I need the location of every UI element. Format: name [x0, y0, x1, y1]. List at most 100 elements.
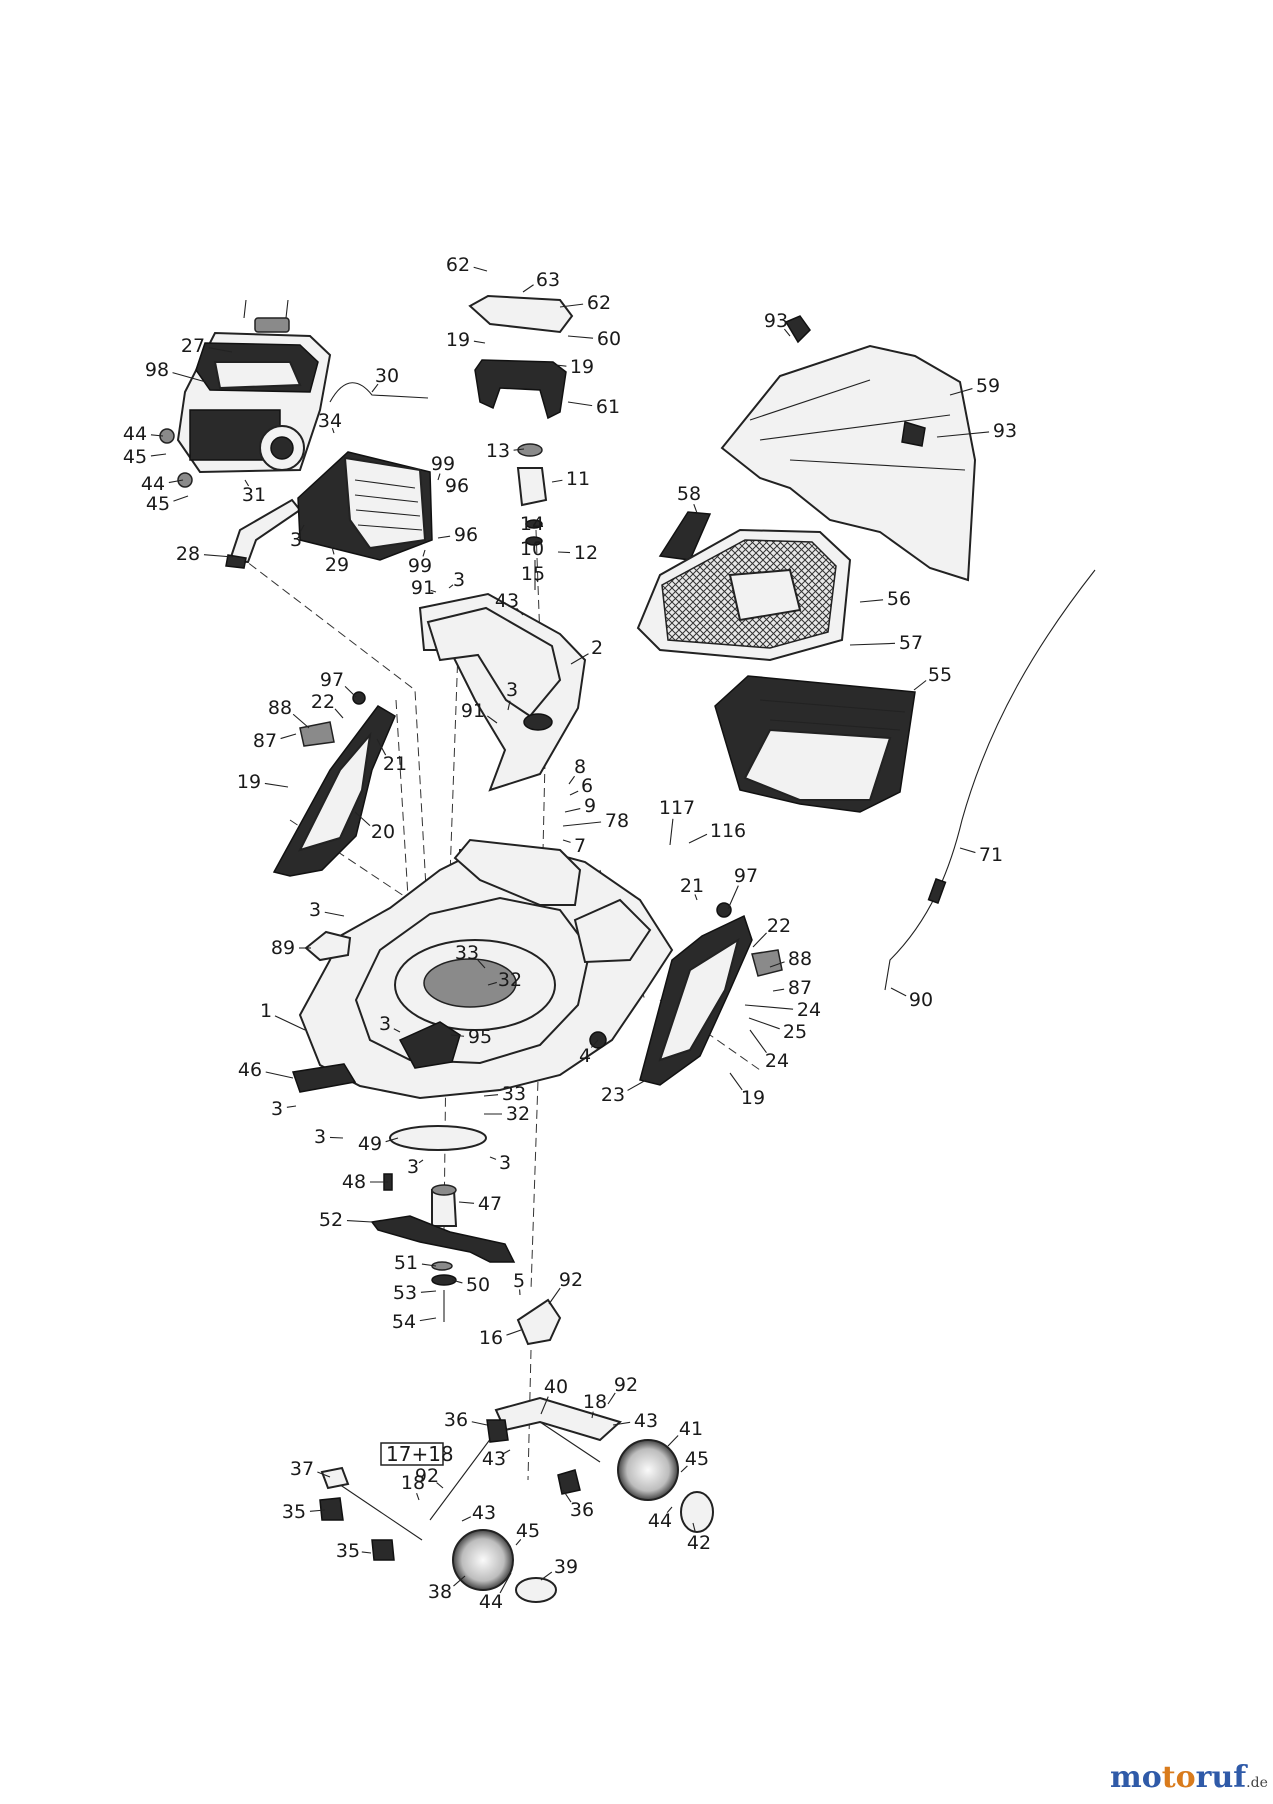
callout-11: 11	[552, 468, 590, 490]
callout-number: 33	[502, 1083, 526, 1105]
callout-number: 61	[596, 396, 620, 418]
callout-number: 51	[394, 1252, 418, 1274]
callout-10: 10	[520, 538, 544, 560]
callout-number: 2	[591, 637, 603, 659]
callout-88: 88	[268, 697, 309, 728]
callout-number: 9	[584, 795, 596, 817]
callout-number: 99	[408, 555, 432, 577]
callout-number: 42	[687, 1532, 711, 1554]
leader-line	[568, 402, 592, 406]
callout-62: 62	[446, 254, 487, 276]
callout-34: 34	[318, 410, 342, 433]
callout-number: 21	[383, 753, 407, 775]
callout-19: 19	[237, 771, 288, 793]
callout-43: 43	[462, 1502, 496, 1524]
callout-number: 71	[979, 844, 1003, 866]
callout-91: 91	[411, 577, 436, 599]
callout-number: 35	[282, 1501, 306, 1523]
callout-number: 43	[472, 1502, 496, 1524]
callout-number: 97	[320, 669, 344, 691]
callout-number: 46	[238, 1059, 262, 1081]
callout-number: 34	[318, 410, 342, 432]
leader-line	[728, 886, 738, 909]
callout-number: 44	[141, 473, 165, 495]
callout-30: 30	[372, 365, 399, 392]
leader-line	[558, 552, 570, 553]
callout-60: 60	[568, 328, 621, 350]
callout-number: 36	[444, 1409, 468, 1431]
callout-48: 48	[342, 1171, 388, 1193]
callout-97: 97	[728, 865, 758, 909]
callout-15: 15	[521, 563, 545, 585]
callout-number: 32	[506, 1103, 530, 1125]
callout-31: 31	[242, 480, 266, 506]
callout-number: 54	[392, 1311, 416, 1333]
leader-line	[419, 1160, 423, 1163]
callout-number: 39	[554, 1556, 578, 1578]
leader-line	[694, 504, 697, 513]
callout-7: 7	[563, 835, 586, 857]
callout-number: 59	[976, 375, 1000, 397]
leader-line	[668, 1436, 678, 1446]
callout-number: 58	[677, 483, 701, 505]
callout-number: 92	[559, 1269, 583, 1291]
callout-number: 44	[479, 1591, 503, 1613]
callout-number: 33	[455, 942, 479, 964]
leader-line	[523, 285, 534, 292]
callout-number: 1	[260, 1000, 272, 1022]
callout-number: 30	[375, 365, 399, 387]
side-plate-left-20	[274, 692, 395, 876]
callout-54: 54	[392, 1311, 436, 1333]
callout-number: 3	[271, 1098, 283, 1120]
callout-50: 50	[452, 1274, 490, 1296]
plate-16	[518, 1300, 560, 1344]
handle-60-61	[470, 296, 572, 418]
callout-number: 13	[486, 440, 510, 462]
leader-line	[670, 819, 673, 845]
motoruf-watermark: motoruf.de	[1110, 1760, 1268, 1795]
callout-number: 55	[928, 664, 952, 686]
callout-89: 89	[271, 937, 311, 959]
leader-line	[335, 709, 343, 718]
leader-line	[914, 680, 926, 690]
callout-25: 25	[749, 1018, 807, 1043]
callout-3: 3	[407, 1156, 423, 1178]
watermark-part-2: to	[1162, 1760, 1196, 1795]
callout-92: 92	[549, 1269, 583, 1304]
callout-number: 22	[311, 691, 335, 713]
callout-16: 16	[479, 1327, 521, 1349]
callout-number: 3	[314, 1126, 326, 1148]
leader-line	[563, 822, 601, 826]
callout-number: 43	[495, 590, 519, 612]
callout-87: 87	[773, 977, 812, 999]
callout-number: 88	[788, 948, 812, 970]
callout-116: 116	[689, 820, 746, 843]
watermark-tld: .de	[1246, 1775, 1268, 1791]
callout-45: 45	[123, 446, 166, 468]
callout-45: 45	[516, 1520, 540, 1545]
callout-57: 57	[850, 632, 923, 654]
leader-line	[362, 1552, 371, 1553]
callout-3: 3	[314, 1126, 343, 1148]
callout-28: 28	[176, 543, 233, 565]
callout-number: 87	[253, 730, 277, 752]
callout-number: 3	[379, 1013, 391, 1035]
leader-line	[459, 1202, 474, 1203]
callout-96: 96	[438, 524, 478, 546]
leader-line	[266, 1072, 293, 1078]
leader-line	[773, 989, 784, 991]
callout-number: 23	[601, 1084, 625, 1106]
callout-number: 36	[570, 1499, 594, 1521]
callout-number: 20	[371, 821, 395, 843]
callout-number: 45	[123, 446, 147, 468]
callout-number: 29	[325, 554, 349, 576]
callout-35: 35	[282, 1501, 325, 1523]
callout-number: 43	[634, 1410, 658, 1432]
callout-number: 96	[454, 524, 478, 546]
leader-line	[474, 341, 485, 343]
callout-44: 44	[123, 423, 163, 445]
callout-number: 50	[466, 1274, 490, 1296]
callout-number: 91	[461, 700, 485, 722]
callout-number: 24	[797, 999, 821, 1021]
